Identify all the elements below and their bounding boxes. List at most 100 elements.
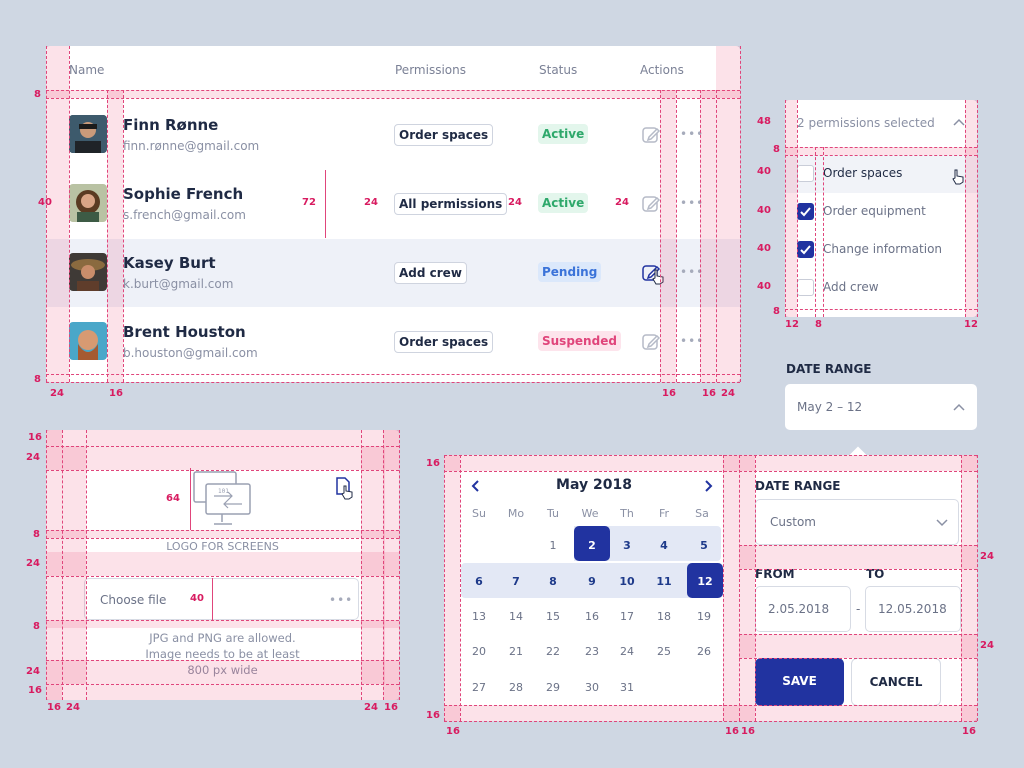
checkbox[interactable] [797,165,814,182]
edit-icon[interactable] [641,125,661,145]
spec-guide [444,705,977,706]
choose-file-input[interactable]: Choose file ••• [84,578,359,620]
weekday-label: Fr [658,507,670,520]
permission-chip[interactable]: Order spaces [394,124,494,146]
spec-padding-band [739,545,977,569]
spec-guide [977,100,978,317]
calendar-day[interactable]: 31 [620,681,634,694]
permission-chip[interactable]: Add crew [394,262,467,284]
calendar-day-in-range[interactable]: 5 [700,539,708,552]
table-row[interactable]: Finn Rønne finn.rønne@gmail.com Order sp… [46,101,740,169]
more-icon[interactable]: ••• [680,265,705,279]
calendar-day[interactable]: 29 [546,681,560,694]
calendar-day-in-range[interactable]: 4 [660,539,668,552]
user-email: k.burt@gmail.com [123,277,234,291]
spec-label: 40 [190,593,204,604]
table-row[interactable]: Brent Houston b.houston@gmail.com Order … [46,308,740,376]
calendar-day-in-range[interactable]: 3 [623,539,631,552]
range-preset-select[interactable]: Custom [755,499,959,545]
spec-guide [46,382,740,383]
spec-label: 8 [773,306,780,317]
spec-guide [46,684,399,685]
spec-label: 16 [28,432,42,443]
calendar-day-in-range[interactable]: 9 [588,575,596,588]
column-header-permissions[interactable]: Permissions [395,63,466,77]
calendar-day[interactable]: 24 [620,645,634,658]
spec-guide [212,578,213,620]
table-row[interactable]: Kasey Burt k.burt@gmail.com Add crew Pen… [46,239,740,307]
avatar-photo [69,115,107,153]
dropdown-option[interactable]: Order spaces [785,155,977,193]
spec-guide [69,46,70,382]
calendar-day-in-range[interactable]: 6 [475,575,483,588]
status-badge: Suspended [538,331,621,351]
column-header-status[interactable]: Status [539,63,578,77]
calendar-day[interactable]: 22 [546,645,560,658]
calendar-day[interactable]: 15 [546,610,560,623]
calendar-day[interactable]: 13 [472,610,486,623]
calendar-day[interactable]: 21 [509,645,523,658]
column-header-actions[interactable]: Actions [640,63,684,77]
chevron-left-icon[interactable] [471,480,479,492]
calendar-day[interactable]: 14 [509,610,523,623]
checkbox-checked[interactable] [797,203,814,220]
calendar-day[interactable]: 18 [657,610,671,623]
spec-label: 8 [773,144,780,155]
calendar-day-selected[interactable]: 12 [697,575,713,588]
cancel-button[interactable]: CANCEL [851,658,941,706]
spec-label: 12 [964,319,978,330]
calendar-day[interactable]: 28 [509,681,523,694]
dropdown-summary[interactable]: 2 permissions selected [797,116,935,130]
date-range-select[interactable]: May 2 – 12 [785,384,977,430]
upload-hint: JPG and PNG are allowed. Image needs to … [145,631,300,677]
calendar-day[interactable]: 25 [657,645,671,658]
calendar-day[interactable]: 20 [472,645,486,658]
dropdown-option[interactable]: Add crew [785,269,977,307]
dropdown-option[interactable]: Change information [785,231,977,269]
table-row[interactable]: Sophie French s.french@gmail.com All per… [46,170,740,238]
edit-icon[interactable] [641,194,661,214]
file-cursor-icon[interactable] [334,476,356,500]
to-date-input[interactable]: 12.05.2018 [865,586,961,632]
calendar-day[interactable]: 17 [620,610,634,623]
calendar-day[interactable]: 30 [585,681,599,694]
dropdown-option[interactable]: Order equipment [785,193,977,231]
spec-padding-band [46,46,69,382]
edit-icon[interactable] [641,332,661,352]
more-icon[interactable]: ••• [680,334,705,348]
more-icon[interactable]: ••• [329,593,354,607]
calendar-day-selected[interactable]: 2 [588,539,596,552]
calendar-day[interactable]: 26 [697,645,711,658]
column-header-name[interactable]: Name [69,63,105,77]
spec-label: 40 [757,243,771,254]
spec-label: 16 [47,702,61,713]
spec-guide [46,530,399,531]
save-button[interactable]: SAVE [755,658,844,706]
range-start-marker [574,526,610,561]
calendar-day[interactable]: 27 [472,681,486,694]
checkbox-checked[interactable] [797,241,814,258]
range-highlight [461,563,723,598]
more-icon[interactable]: ••• [680,127,705,141]
calendar-day[interactable]: 19 [697,610,711,623]
calendar-day[interactable]: 23 [585,645,599,658]
calendar-day-in-range[interactable]: 8 [549,575,557,588]
chevron-up-icon[interactable] [953,118,965,126]
from-date-input[interactable]: 2.05.2018 [755,586,851,632]
date-picker-card: May 2018 Su Mo Tu We Th Fr Sa 1 2 3 4 5 … [444,455,977,721]
spec-guide [815,147,816,317]
checkbox[interactable] [797,279,814,296]
calendar-day-in-range[interactable]: 7 [512,575,520,588]
calendar-day[interactable]: 16 [585,610,599,623]
range-end-marker [687,563,723,598]
chevron-right-icon[interactable] [705,480,713,492]
calendar-day-in-range[interactable]: 10 [619,575,635,588]
permission-chip[interactable]: Order spaces [394,331,494,353]
choose-file-label: Choose file [100,593,167,607]
calendar-day-in-range[interactable]: 11 [656,575,672,588]
calendar-day[interactable]: 1 [549,539,557,552]
spec-guide [325,170,326,238]
more-icon[interactable]: ••• [680,196,705,210]
permission-chip[interactable]: All permissions [394,193,508,215]
spec-padding-band [46,430,399,446]
